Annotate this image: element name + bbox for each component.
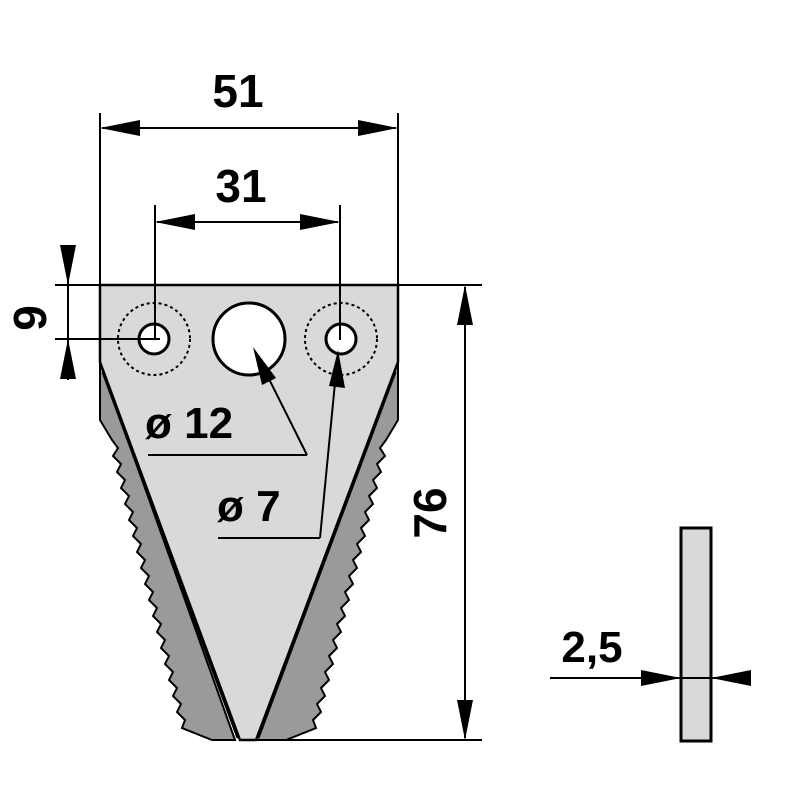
dimension-label-small-hole: ø 7 xyxy=(217,482,281,531)
blade-left-bevel-line xyxy=(101,371,240,739)
side-view-profile xyxy=(679,526,713,743)
blade-right-bevel-line xyxy=(256,371,397,739)
dimension-height: 76 xyxy=(258,284,482,741)
dimension-hole-offset: 9 xyxy=(4,245,160,380)
large-center-hole xyxy=(211,301,287,377)
blade-side-view: 2,5 xyxy=(550,526,751,743)
leader-large-hole: ø 12 xyxy=(145,347,308,456)
dimension-hole-spacing: 31 xyxy=(154,160,341,340)
dimension-label-hole-offset: 9 xyxy=(4,305,56,331)
dimension-label-height: 76 xyxy=(404,487,456,538)
dimension-label-thickness: 2,5 xyxy=(561,623,622,672)
dimension-width-overall: 51 xyxy=(99,65,399,288)
dimension-label-width-overall: 51 xyxy=(212,65,263,117)
dimension-label-hole-spacing: 31 xyxy=(215,160,266,212)
dimension-label-large-hole: ø 12 xyxy=(145,399,233,448)
leader-small-hole: ø 7 xyxy=(217,350,345,539)
